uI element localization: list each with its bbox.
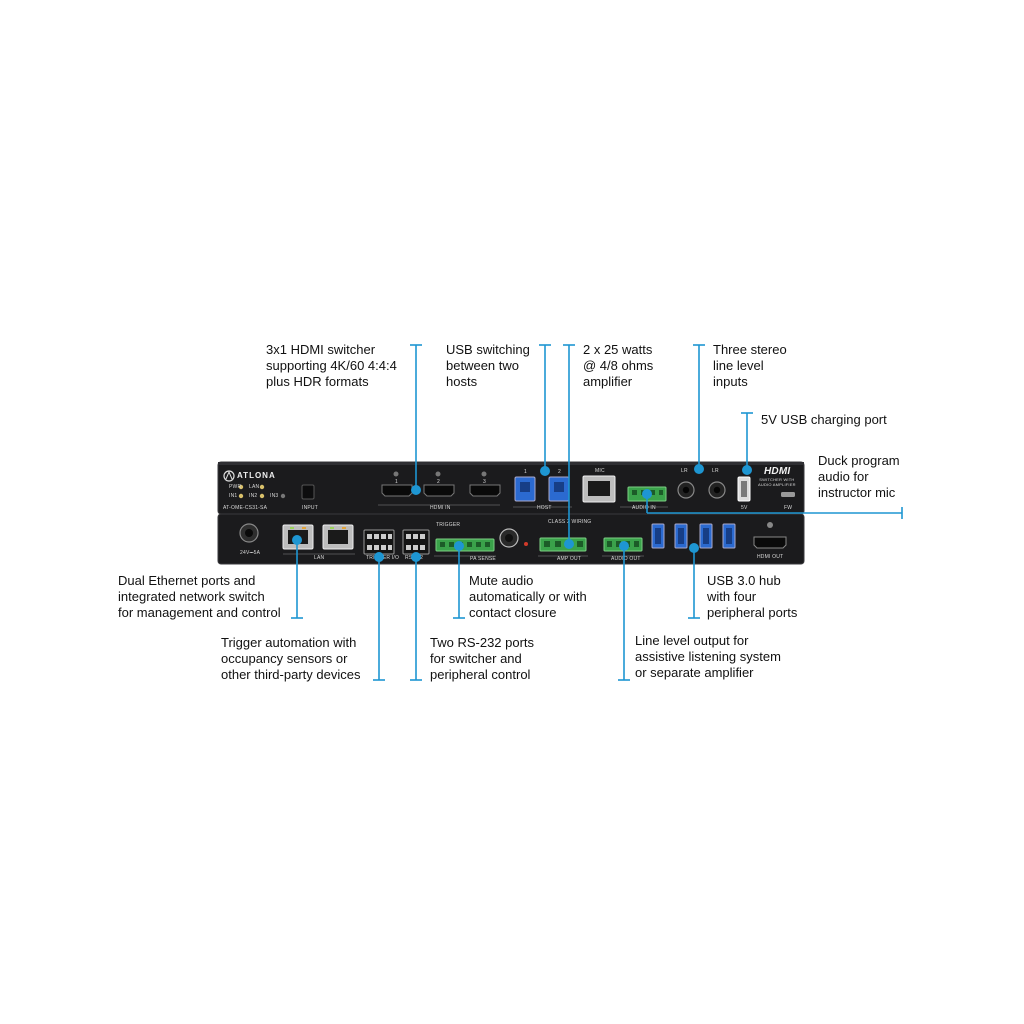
callout-stereo-inputs: Three stereo line level inputs: [713, 342, 787, 389]
hdmi-out-port[interactable]: [753, 536, 787, 549]
status-led-red: [524, 542, 528, 546]
lr-label-2: LR: [712, 468, 719, 474]
callout-mute-audio: Mute audio automatically or with contact…: [469, 573, 587, 620]
audio-out-label: AUDIO OUT: [611, 556, 641, 562]
audio-in-label: AUDIO IN: [632, 505, 656, 511]
trigger-label: TRIGGER: [436, 522, 461, 528]
input-button[interactable]: [301, 484, 315, 500]
callout-hdmi-switcher: 3x1 HDMI switcher supporting 4K/60 4:4:4…: [266, 342, 397, 389]
host-num-2: 2: [558, 469, 561, 475]
amp-out-label: AMP OUT: [557, 556, 582, 562]
host-num-1: 1: [524, 469, 527, 475]
rs232-terminal[interactable]: [402, 529, 430, 555]
callout-amplifier: 2 x 25 watts @ 4/8 ohms amplifier: [583, 342, 654, 389]
host-label: HOST: [537, 505, 552, 511]
power-label: 24V⎓5A: [240, 550, 261, 556]
led-label-in2: IN2: [249, 493, 258, 499]
amp-out-terminal[interactable]: [539, 537, 587, 552]
trigger-io-label: TRIGGER I/O: [366, 555, 400, 561]
rear-panel: [217, 513, 805, 565]
trigger-io-terminal[interactable]: [363, 529, 395, 555]
mic-label: MIC: [595, 468, 605, 474]
model-label: AT-OME-CS31-SA: [223, 505, 268, 511]
rs232-label: RS-232: [405, 555, 424, 561]
product-description: SWITCHER WITH AUDIO AMPLIFIER: [758, 477, 796, 487]
hdmi-logo: HDMI: [764, 466, 791, 477]
lr-label-1: LR: [681, 468, 688, 474]
led-pwr: [238, 484, 244, 490]
hdmi-in-label: HDMI IN: [430, 505, 451, 511]
callout-usb-switching: USB switching between two hosts: [446, 342, 530, 389]
five-v-label: 5V: [741, 505, 748, 511]
hdmi-num-2: 2: [437, 479, 440, 485]
led-label-lan: LAN: [249, 484, 260, 490]
led-label-pwr: PWR: [229, 484, 242, 490]
callout-duck-audio: Duck program audio for instructor mic: [818, 453, 900, 500]
led-label-in3: IN3: [270, 493, 279, 499]
callout-ethernet: Dual Ethernet ports and integrated netwo…: [118, 573, 281, 620]
fw-label: FW: [784, 505, 793, 511]
input-label: INPUT: [302, 505, 318, 511]
led-in2: [259, 493, 265, 499]
class2-label: CLASS 2 WIRING: [548, 519, 592, 525]
fw-port[interactable]: [781, 492, 795, 497]
callout-rs232: Two RS-232 ports for switcher and periph…: [430, 635, 535, 682]
led-label-in1: IN1: [229, 493, 238, 499]
pa-sense-label: PA SENSE: [470, 556, 496, 562]
front-panel: [217, 461, 805, 515]
led-lan: [259, 484, 265, 490]
callout-usb-charging: 5V USB charging port: [761, 412, 887, 427]
lan-label: LAN: [314, 555, 325, 561]
hdmi-num-1: 1: [395, 479, 398, 485]
callout-usb-hub: USB 3.0 hub with four peripheral ports: [707, 573, 798, 620]
hdmi-num-3: 3: [483, 479, 486, 485]
callout-line-out: Line level output for assistive listenin…: [635, 633, 781, 680]
brand-label: ATLONA: [237, 471, 276, 480]
callout-trigger: Trigger automation with occupancy sensor…: [221, 635, 361, 682]
hdmi-in-ports: [381, 471, 501, 497]
led-in3: [280, 493, 286, 499]
led-in1: [238, 493, 244, 499]
hdmi-out-label: HDMI OUT: [757, 554, 784, 560]
